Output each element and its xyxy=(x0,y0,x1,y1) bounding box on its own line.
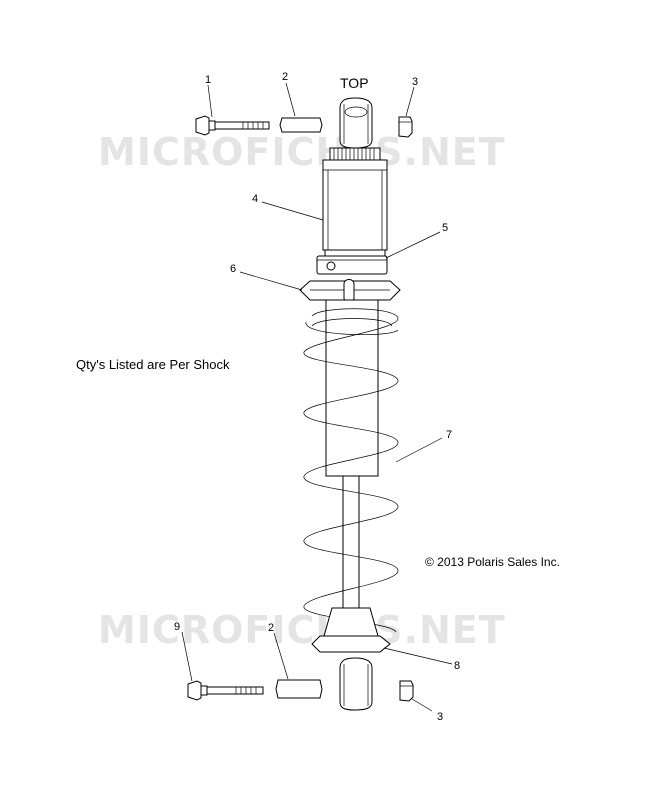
quantity-note: Qty's Listed are Per Shock xyxy=(76,357,230,372)
watermark-top: MICROFICHES.NET xyxy=(98,130,506,174)
callout-7: 7 xyxy=(446,429,452,441)
part-8-lower-seat[interactable] xyxy=(311,607,391,653)
callout-8: 8 xyxy=(454,660,460,672)
callout-1: 1 xyxy=(205,74,211,86)
part-4-shock-body[interactable] xyxy=(322,147,388,257)
part-6-spring-retainer[interactable] xyxy=(299,279,401,303)
watermark-bottom: MICROFICHES.NET xyxy=(98,608,506,652)
callout-5: 5 xyxy=(442,222,448,234)
part-2-bushing-bottom[interactable] xyxy=(275,679,323,699)
copyright-text: © 2013 Polaris Sales Inc. xyxy=(425,555,560,569)
callout-6: 6 xyxy=(230,263,236,275)
callout-4: 4 xyxy=(252,193,258,205)
lower-shaft xyxy=(325,299,379,609)
callout-3-top: 3 xyxy=(412,76,418,88)
part-9-bolt[interactable] xyxy=(187,680,264,701)
part-2-bushing-top[interactable] xyxy=(279,117,323,133)
callout-9: 9 xyxy=(174,621,180,633)
top-label: TOP xyxy=(340,75,369,91)
upper-eye-mount xyxy=(339,97,373,149)
part-3-nut-bottom[interactable] xyxy=(399,680,414,702)
callout-3-bottom: 3 xyxy=(437,711,443,723)
part-3-nut-top[interactable] xyxy=(398,116,413,138)
part-5-adjuster-ring[interactable] xyxy=(316,255,388,275)
lower-eye-mount xyxy=(339,657,373,711)
part-1-bolt[interactable] xyxy=(195,115,270,136)
leader-lines xyxy=(181,82,453,712)
callout-2-top: 2 xyxy=(282,71,288,83)
callout-2-bottom: 2 xyxy=(268,622,274,634)
